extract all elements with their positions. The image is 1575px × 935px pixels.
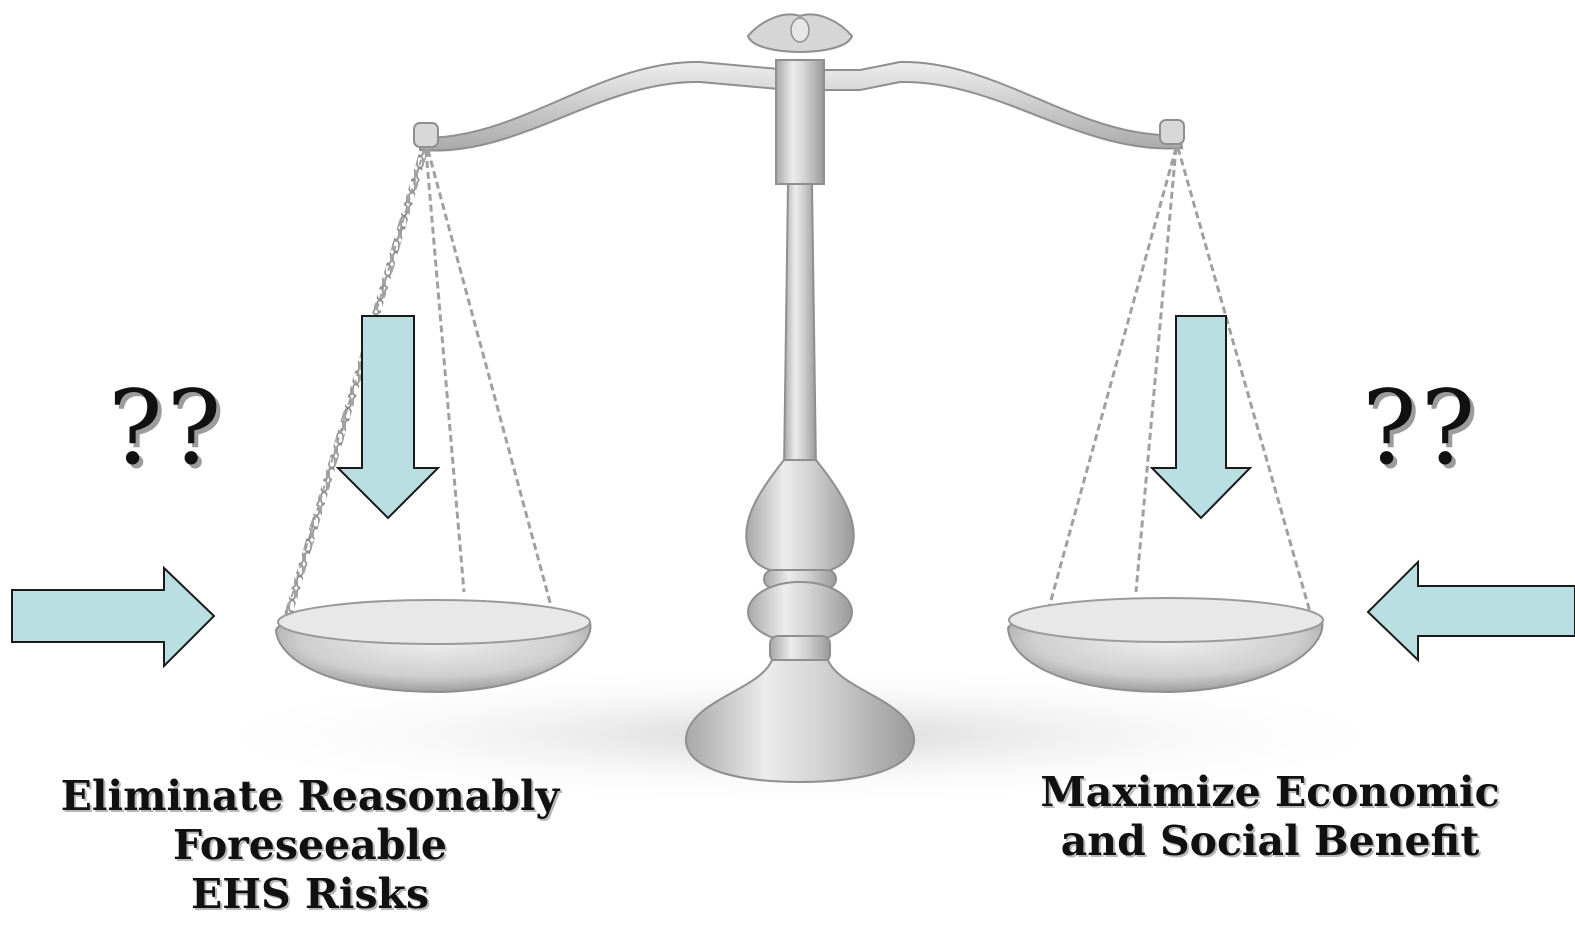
right-caption-line: and Social Benefit [1060,817,1480,866]
right-caption: Maximize Economic and Social Benefit [1000,768,1540,866]
left-caption-line: Foreseeable [172,821,448,870]
left-caption: Eliminate Reasonably Foreseeable EHS Ris… [20,772,600,920]
right-arrow-icon [11,565,216,669]
left-question-marks: ?? [108,369,226,488]
down-arrow-icon [1149,315,1253,520]
down-arrow-icon [335,315,441,520]
right-question-marks: ?? [1362,369,1480,488]
balance-scale-icon [274,13,1324,784]
left-arrow-icon [1366,559,1575,663]
right-caption-line: Maximize Economic [1040,768,1500,816]
left-caption-line: EHS Risks [190,870,430,919]
left-caption-line: Eliminate Reasonably [60,772,560,820]
